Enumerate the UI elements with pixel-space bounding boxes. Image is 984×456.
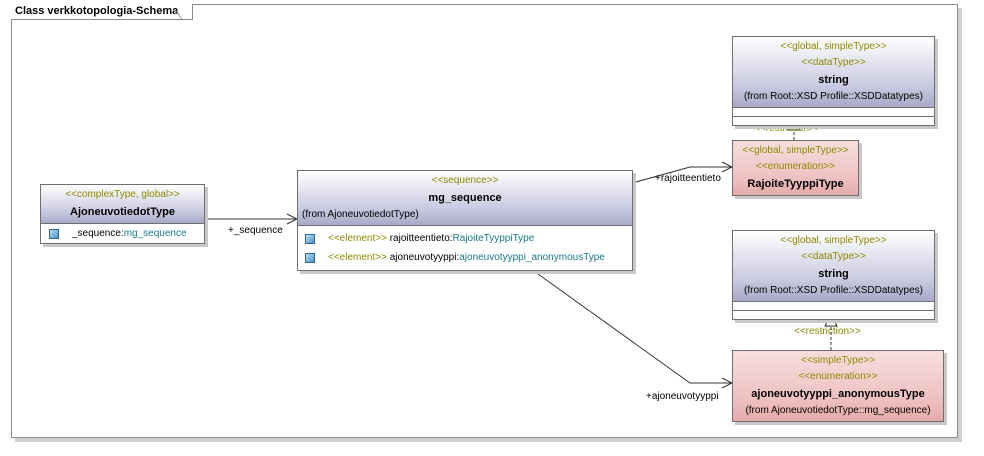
class-header: <<global, simpleType>> <<enumeration>> R… [733, 141, 858, 195]
class-name: RajoiteTyyppiType [747, 178, 844, 190]
attribute-section [733, 302, 934, 311]
diagram-title: Class verkkotopologia-Schema [11, 4, 194, 20]
class-header: <<complexType, global>> AjoneuvotiedotTy… [41, 185, 204, 224]
class-stereotype: <<global, simpleType>> [780, 41, 887, 52]
attribute-type: ajoneuvotyyppi_anonymousType [459, 252, 605, 263]
class-stereotype: <<dataType>> [801, 251, 866, 262]
class-string-bottom[interactable]: <<global, simpleType>> <<dataType>> stri… [732, 230, 935, 320]
class-stereotype: <<enumeration>> [756, 161, 835, 172]
attribute-name: _sequence: [72, 228, 124, 239]
class-namespace: (from AjoneuvotiedotType) [302, 209, 419, 220]
operation-section [733, 117, 934, 125]
attribute-stereotype: <<element>> [328, 233, 387, 244]
restriction-bottom-arrowhead [824, 312, 838, 327]
class-name: ajoneuvotyyppi_anonymousType [751, 388, 925, 400]
attribute-type: RajoiteTyyppiType [452, 233, 535, 244]
class-rajoitetyyppitype[interactable]: <<global, simpleType>> <<enumeration>> R… [732, 140, 859, 196]
attribute-type: mg_sequence [123, 228, 187, 239]
ajoneuvotyyppi-association-line [537, 273, 732, 384]
rajoitteentieto-role-label: +rajoitteentieto [655, 173, 721, 184]
class-stereotype: <<sequence>> [431, 175, 499, 186]
restriction-top-label: <<restriction>> [754, 123, 821, 134]
class-header: <<sequence>> mg_sequence (from Ajoneuvot… [298, 171, 632, 226]
class-namespace: (from AjoneuvotiedotType::mg_sequence) [745, 405, 931, 416]
attribute-icon [305, 234, 315, 244]
class-name: string [818, 74, 849, 86]
ajoneuvotyyppi-role-label: +ajoneuvotyyppi [646, 391, 719, 402]
class-stereotype: <<enumeration>> [798, 371, 878, 382]
attribute-section: _sequence:mg_sequence [41, 224, 204, 243]
attribute-section: <<element>> rajoitteentieto:RajoiteTyypp… [298, 226, 632, 270]
sequence-role-label: +_sequence [228, 225, 283, 236]
attribute-name: rajoitteentieto: [389, 233, 453, 244]
class-stereotype: <<global, simpleType>> [742, 145, 849, 156]
class-header: <<global, simpleType>> <<dataType>> stri… [733, 37, 934, 108]
attribute-row[interactable]: <<element>> ajoneuvotyyppi:ajoneuvotyypp… [298, 248, 632, 267]
class-string-top[interactable]: <<global, simpleType>> <<dataType>> stri… [732, 36, 935, 126]
class-ajoneuvotiedottype[interactable]: <<complexType, global>> AjoneuvotiedotTy… [40, 184, 205, 244]
class-namespace: (from Root::XSD Profile::XSDDatatypes) [744, 285, 923, 296]
class-stereotype: <<complexType, global>> [65, 189, 180, 200]
attribute-row[interactable]: _sequence:mg_sequence [41, 224, 204, 243]
class-header: <<global, simpleType>> <<dataType>> stri… [733, 231, 934, 302]
class-name: mg_sequence [428, 192, 502, 204]
class-stereotype: <<simpleType>> [801, 355, 875, 366]
class-header: <<simpleType>> <<enumeration>> ajoneuvot… [733, 351, 943, 421]
restriction-bottom-label: <<restriction>> [794, 326, 861, 337]
operation-section [733, 311, 934, 319]
class-stereotype: <<global, simpleType>> [780, 235, 887, 246]
attribute-row[interactable]: <<element>> rajoitteentieto:RajoiteTyypp… [298, 229, 632, 248]
class-name: string [818, 268, 849, 280]
class-stereotype: <<dataType>> [801, 57, 866, 68]
class-ajoneuvotyyppi-anonymoustype[interactable]: <<simpleType>> <<enumeration>> ajoneuvot… [732, 350, 944, 422]
attribute-stereotype: <<element>> [328, 252, 387, 263]
attribute-section [733, 108, 934, 117]
attribute-icon [49, 229, 59, 239]
rajoitteentieto-association-line [631, 166, 732, 184]
attribute-name: ajoneuvotyyppi: [389, 252, 460, 263]
class-mg-sequence[interactable]: <<sequence>> mg_sequence (from Ajoneuvot… [297, 170, 633, 271]
attribute-icon [305, 253, 315, 263]
class-name: AjoneuvotiedotType [70, 206, 175, 218]
class-namespace: (from Root::XSD Profile::XSDDatatypes) [744, 91, 923, 102]
